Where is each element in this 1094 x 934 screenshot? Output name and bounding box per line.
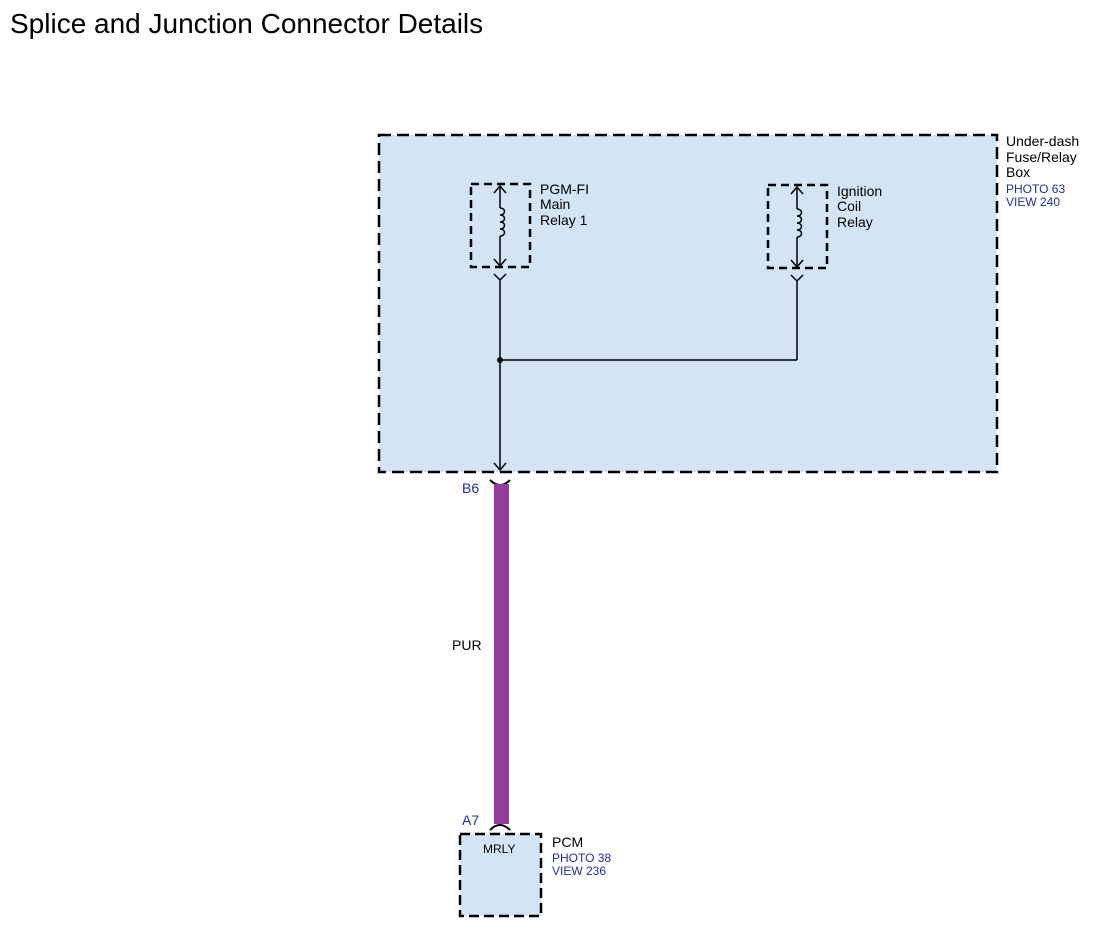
relay-ignition-coil-relay[interactable]	[766, 183, 829, 283]
pin-a7-label: A7	[462, 812, 479, 828]
relay-2-housing	[766, 183, 829, 270]
page-title: Splice and Junction Connector Details	[10, 8, 484, 39]
pin-b6-label: B6	[462, 480, 479, 496]
pcm-view-link[interactable]: VIEW 236	[552, 864, 606, 878]
pcm-terminal-label: MRLY	[483, 842, 515, 856]
fuse-box-name-line-2: Fuse/Relay	[1006, 149, 1077, 165]
internal-wiring	[493, 280, 798, 472]
fuse-box-view-link[interactable]: VIEW 240	[1006, 195, 1060, 209]
relay-1-label-line-2: Main	[540, 196, 570, 212]
pcm-photo-link[interactable]: PHOTO 38	[552, 851, 611, 865]
pcm-component[interactable]	[458, 832, 543, 918]
relay-2-label-line-3: Relay	[837, 214, 873, 230]
purple-wire[interactable]	[489, 479, 511, 831]
fuse-box-name-line-3: Box	[1006, 164, 1030, 180]
relay-1-label-line-3: Relay 1	[540, 212, 588, 228]
relay-2-label-line-2: Coil	[837, 198, 861, 214]
relay-1-label-line-1: PGM-FI	[540, 181, 589, 197]
fuse-box-name-line-1: Under-dash	[1006, 133, 1079, 149]
pcm-outline	[458, 832, 543, 918]
relay-coil-icon	[493, 184, 507, 282]
fuse-box-photo-link[interactable]: PHOTO 63	[1006, 182, 1065, 196]
relay-pgm-fi-main-relay-1[interactable]	[469, 182, 532, 282]
relay-1-housing	[469, 182, 532, 269]
connector-arrow	[493, 462, 507, 472]
wire-color-label: PUR	[452, 637, 482, 653]
relay-coil-icon	[790, 185, 804, 283]
connector-a7-cup	[489, 824, 511, 831]
relay-2-label-line-1: Ignition	[837, 183, 882, 199]
fuse-relay-box-outline	[377, 133, 999, 474]
fuse-relay-box[interactable]	[377, 133, 999, 474]
wire-segment	[494, 484, 509, 824]
pcm-name-label: PCM	[552, 834, 583, 850]
splice-point	[497, 357, 503, 363]
